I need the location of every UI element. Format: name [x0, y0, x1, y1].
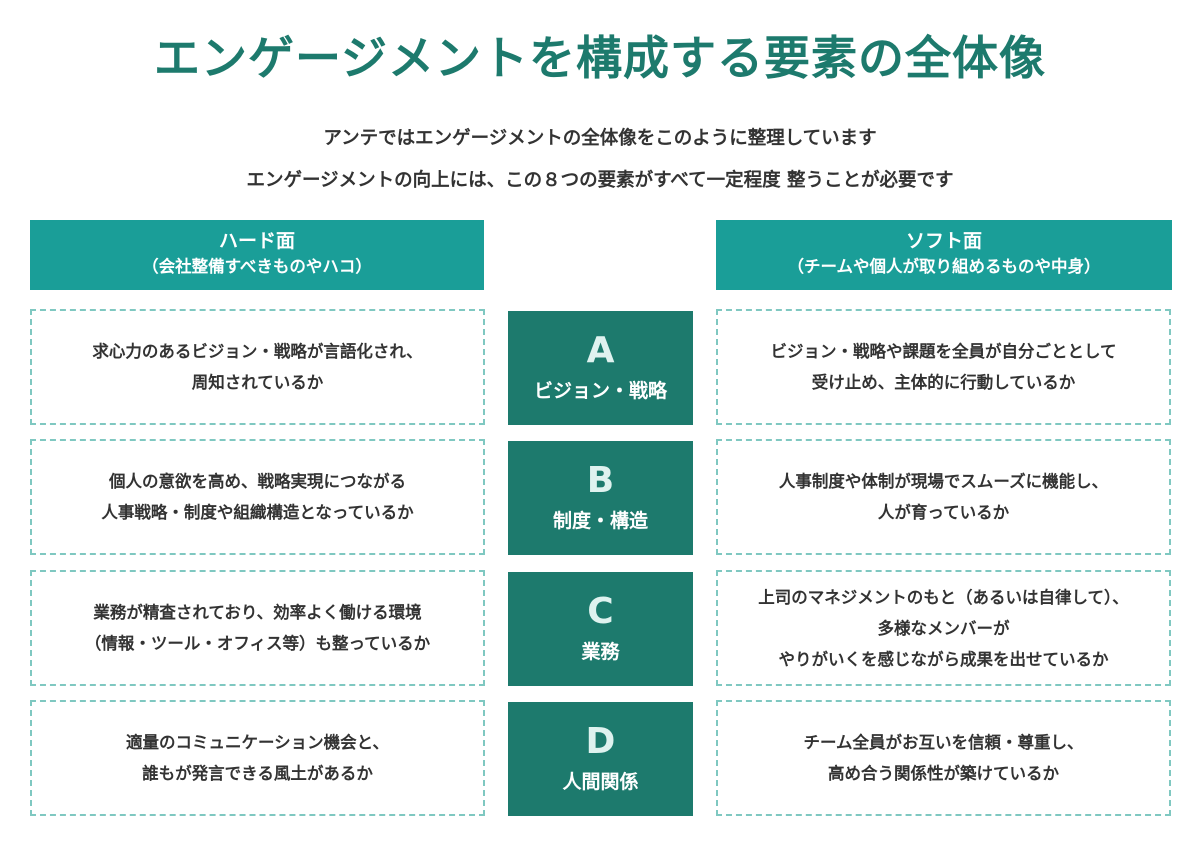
hard-text-line: 人事戦略・制度や組織構造となっているか [101, 503, 414, 522]
subtitle-line-1: アンテではエンゲージメントの全体像をこのように整理しています [323, 128, 877, 149]
soft-text-line: ビジョン・戦略や課題を全員が自分ごととして [770, 342, 1117, 361]
element-label-b: B 制度・構造 [508, 441, 693, 555]
hard-box-a: 求心力のあるビジョン・戦略が言語化され、 周知されているか [30, 309, 485, 425]
element-name: ビジョン・戦略 [533, 380, 667, 402]
element-label-c: C 業務 [508, 572, 693, 686]
element-letter: C [587, 591, 614, 632]
soft-text-line: 受け止め、主体的に行動しているか [811, 373, 1076, 392]
soft-box-d: チーム全員がお互いを信頼・尊重し、 高め合う関係性が築けているか [716, 700, 1171, 816]
element-row-d: 適量のコミュニケーション機会と、 誰もが発言できる風土があるか D 人間関係 チ… [0, 700, 1200, 816]
hard-box-b: 個人の意欲を高め、戦略実現につながる 人事戦略・制度や組織構造となっているか [30, 439, 485, 555]
soft-side-subtitle: （チームや個人が取り組めるものや中身） [787, 257, 1101, 276]
hard-box-d: 適量のコミュニケーション機会と、 誰もが発言できる風土があるか [30, 700, 485, 816]
element-letter: A [586, 330, 615, 371]
element-name: 人間関係 [562, 771, 639, 793]
hard-text-line: 誰もが発言できる風土があるか [142, 764, 373, 783]
element-name: 制度・構造 [552, 510, 648, 532]
hard-text-line: 求心力のあるビジョン・戦略が言語化され、 [92, 342, 423, 361]
element-letter: D [585, 721, 616, 762]
hard-text-line: 個人の意欲を高め、戦略実現につながる [109, 472, 406, 491]
soft-text-line: 高め合う関係性が築けているか [827, 764, 1059, 783]
element-row-c: 業務が精査されており、効率よく働ける環境 （情報・ツール・オフィス等）も整ってい… [0, 570, 1200, 686]
element-letter: B [586, 460, 615, 501]
soft-text-line: チーム全員がお互いを信頼・尊重し、 [803, 733, 1084, 752]
soft-text-line: 多様なメンバーが [877, 618, 1010, 638]
element-row-a: 求心力のあるビジョン・戦略が言語化され、 周知されているか A ビジョン・戦略 … [0, 309, 1200, 425]
hard-box-c: 業務が精査されており、効率よく働ける環境 （情報・ツール・オフィス等）も整ってい… [30, 570, 485, 686]
hard-side-subtitle: （会社整備すべきものやハコ） [142, 257, 372, 276]
soft-text-line: 人事制度や体制が現場でスムーズに機能し、 [778, 472, 1109, 491]
soft-box-c: 上司のマネジメントのもと（あるいは自律して）、 多様なメンバーが やりがいくを感… [716, 570, 1171, 686]
soft-text-line: 上司のマネジメントのもと（あるいは自律して）、 [758, 587, 1129, 607]
soft-side-title: ソフト面 [905, 230, 982, 252]
hard-side-header: ハード面 （会社整備すべきものやハコ） [30, 220, 484, 290]
soft-text-line: やりがいくを感じながら成果を出せているか [778, 649, 1109, 669]
page-title: エンゲージメントを構成する要素の全体像 [153, 31, 1047, 85]
soft-box-a: ビジョン・戦略や課題を全員が自分ごととして 受け止め、主体的に行動しているか [716, 309, 1171, 425]
soft-text-line: 人が育っているか [877, 503, 1010, 522]
hard-text-line: 業務が精査されており、効率よく働ける環境 [93, 603, 422, 622]
element-label-d: D 人間関係 [508, 702, 693, 816]
hard-text-line: （情報・ツール・オフィス等）も整っているか [84, 634, 431, 653]
element-name: 業務 [581, 641, 620, 663]
hard-side-title: ハード面 [218, 230, 295, 252]
element-label-a: A ビジョン・戦略 [508, 311, 693, 425]
subtitle-line-2: エンゲージメントの向上には、この８つの要素がすべて一定程度 整うことが必要です [246, 170, 954, 191]
soft-side-header: ソフト面 （チームや個人が取り組めるものや中身） [716, 220, 1172, 290]
hard-text-line: 適量のコミュニケーション機会と、 [125, 733, 389, 752]
hard-text-line: 周知されているか [191, 373, 324, 392]
element-row-b: 個人の意欲を高め、戦略実現につながる 人事戦略・制度や組織構造となっているか B… [0, 439, 1200, 555]
soft-box-b: 人事制度や体制が現場でスムーズに機能し、 人が育っているか [716, 439, 1171, 555]
